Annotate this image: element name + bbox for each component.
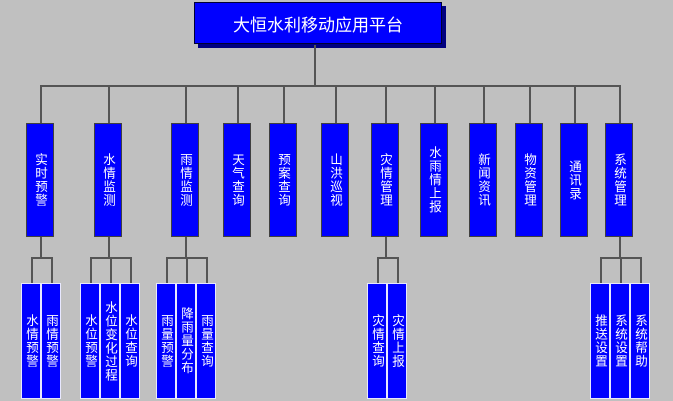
- module-label: 水情监测: [101, 153, 116, 207]
- module-node[interactable]: 水雨情上报: [420, 123, 448, 237]
- module-label: 灾情管理: [378, 153, 393, 207]
- connector-line: [40, 86, 42, 123]
- module-label: 通讯录: [567, 159, 582, 201]
- connector-line: [108, 86, 110, 123]
- module-node[interactable]: 水情监测: [94, 123, 122, 237]
- connector-line: [640, 258, 642, 283]
- submodule-label: 水位变化过程: [103, 300, 118, 382]
- submodule-label: 灾情查询: [370, 314, 385, 368]
- module-node[interactable]: 预案查询: [269, 123, 297, 237]
- connector-line: [166, 258, 168, 283]
- module-node[interactable]: 系统管理: [605, 123, 633, 237]
- module-label: 实时预警: [33, 153, 48, 207]
- module-label: 雨情监测: [178, 153, 193, 207]
- root-label: 大恒水利移动应用平台: [233, 15, 403, 36]
- submodule-label: 系统帮助: [633, 314, 648, 368]
- submodule-label: 灾情上报: [390, 314, 405, 368]
- submodule-node[interactable]: 雨量预警: [156, 283, 176, 399]
- submodule-node[interactable]: 降雨量分布: [176, 283, 196, 399]
- module-label: 预案查询: [276, 153, 291, 207]
- connector-line: [385, 86, 387, 123]
- connector-line: [574, 86, 576, 123]
- module-label: 天气查询: [230, 153, 245, 207]
- connector-line: [385, 237, 387, 258]
- module-node[interactable]: 天气查询: [223, 123, 251, 237]
- connector-line: [283, 86, 285, 123]
- submodule-label: 雨量查询: [199, 314, 214, 368]
- submodule-node[interactable]: 水情预警: [21, 283, 41, 399]
- submodule-label: 雨情预警: [44, 314, 59, 368]
- submodule-label: 水情预警: [24, 314, 39, 368]
- module-label: 山洪巡视: [328, 153, 343, 207]
- submodule-node[interactable]: 水位预警: [80, 283, 100, 399]
- connector-line: [377, 257, 399, 259]
- connector-line: [620, 258, 622, 283]
- connector-line: [434, 86, 436, 123]
- module-node[interactable]: 山洪巡视: [321, 123, 349, 237]
- submodule-label: 水位查询: [123, 314, 138, 368]
- connector-line: [483, 86, 485, 123]
- root-node[interactable]: 大恒水利移动应用平台: [194, 2, 442, 44]
- submodule-node[interactable]: 系统设置: [610, 283, 630, 399]
- connector-line: [51, 258, 53, 283]
- submodule-label: 水位预警: [83, 314, 98, 368]
- submodule-node[interactable]: 水位查询: [120, 283, 140, 399]
- submodule-label: 系统设置: [613, 314, 628, 368]
- module-node[interactable]: 雨情监测: [171, 123, 199, 237]
- submodule-label: 降雨量分布: [179, 307, 194, 375]
- connector-line: [397, 258, 399, 283]
- submodule-node[interactable]: 水位变化过程: [100, 283, 120, 399]
- module-label: 系统管理: [612, 153, 627, 207]
- submodule-node[interactable]: 雨情预警: [41, 283, 61, 399]
- module-node[interactable]: 物资管理: [515, 123, 543, 237]
- connector-line: [529, 86, 531, 123]
- module-node[interactable]: 实时预警: [26, 123, 54, 237]
- connector-line: [600, 258, 602, 283]
- connector-line: [185, 237, 187, 258]
- connector-line: [90, 258, 92, 283]
- connector-line: [206, 258, 208, 283]
- module-label: 水雨情上报: [427, 146, 442, 214]
- connector-line: [186, 258, 188, 283]
- submodule-node[interactable]: 雨量查询: [196, 283, 216, 399]
- connector-line: [185, 86, 187, 123]
- module-node[interactable]: 新闻资讯: [469, 123, 497, 237]
- connector-line: [237, 86, 239, 123]
- connector-line: [31, 257, 53, 259]
- connector-line: [40, 237, 42, 258]
- submodule-node[interactable]: 灾情上报: [387, 283, 407, 399]
- module-label: 新闻资讯: [476, 153, 491, 207]
- module-node[interactable]: 通讯录: [560, 123, 588, 237]
- connector-line: [40, 85, 621, 87]
- connector-line: [314, 45, 316, 86]
- submodule-node[interactable]: 推送设置: [590, 283, 610, 399]
- connector-line: [619, 86, 621, 123]
- connector-line: [108, 237, 110, 258]
- connector-line: [335, 86, 337, 123]
- submodule-label: 推送设置: [593, 314, 608, 368]
- submodule-node[interactable]: 灾情查询: [367, 283, 387, 399]
- submodule-label: 雨量预警: [159, 314, 174, 368]
- connector-line: [110, 258, 112, 283]
- connector-line: [31, 258, 33, 283]
- submodule-node[interactable]: 系统帮助: [630, 283, 650, 399]
- connector-line: [619, 237, 621, 258]
- module-node[interactable]: 灾情管理: [371, 123, 399, 237]
- module-label: 物资管理: [522, 153, 537, 207]
- connector-line: [377, 258, 379, 283]
- connector-line: [130, 258, 132, 283]
